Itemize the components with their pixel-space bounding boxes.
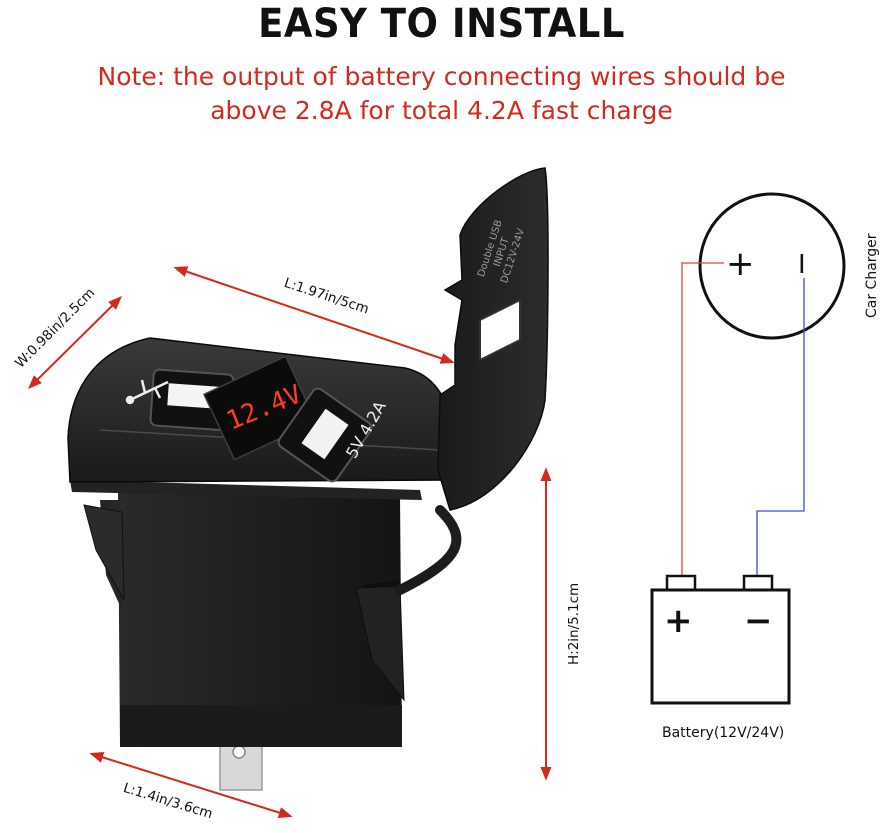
usb-symbol-icon	[125, 379, 169, 405]
charger-plus-symbol: +	[726, 244, 755, 284]
length-bottom-arrow	[89, 752, 293, 818]
note-line-1: Note: the output of battery connecting w…	[97, 62, 786, 91]
car-charger-socket	[698, 192, 846, 340]
length-top-arrow	[173, 266, 455, 364]
positive-wire	[681, 262, 724, 580]
battery-label: Battery(12V/24V)	[662, 725, 785, 741]
note-line-2: above 2.8A for total 4.2A fast charge	[210, 96, 673, 125]
battery-plus-symbol: +	[664, 601, 693, 641]
installation-note: Note: the output of battery connecting w…	[0, 60, 883, 128]
negative-wire	[756, 278, 805, 580]
device-body	[118, 492, 402, 745]
charger-minus-symbol: I	[798, 250, 806, 280]
car-charger-label: Car Charger	[864, 233, 880, 318]
page-title: EASY TO INSTALL	[258, 0, 625, 47]
battery-body	[650, 588, 791, 705]
battery-minus-symbol: −	[744, 601, 773, 641]
width-arrow	[28, 296, 122, 389]
